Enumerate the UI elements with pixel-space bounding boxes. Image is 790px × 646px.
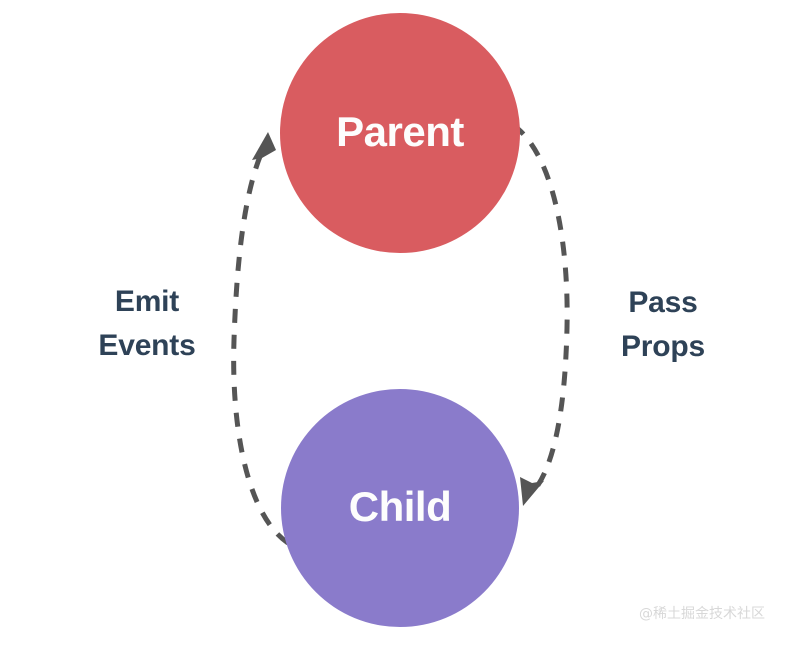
emit-events-arrowhead (252, 132, 276, 160)
edge-emit-events (231, 132, 290, 546)
emit-events-label-line1: Emit (115, 285, 179, 318)
emit-events-curve (231, 145, 290, 546)
emit-events-label: Emit Events (98, 285, 195, 362)
node-parent[interactable]: Parent (280, 13, 520, 253)
emit-events-label-line2: Events (98, 329, 195, 362)
pass-props-curve (511, 122, 570, 490)
pass-props-label-line2: Props (621, 330, 705, 363)
parent-circle[interactable] (280, 13, 520, 253)
pass-props-arrowhead (520, 477, 544, 506)
parent-label: Parent (336, 108, 464, 155)
edge-pass-props (511, 122, 570, 506)
pass-props-label: Pass Props (621, 286, 705, 363)
node-child[interactable]: Child (281, 389, 519, 627)
child-label: Child (349, 483, 451, 530)
pass-props-label-line1: Pass (628, 286, 697, 319)
child-circle[interactable] (281, 389, 519, 627)
watermark: @稀土掘金技术社区 (639, 606, 765, 622)
